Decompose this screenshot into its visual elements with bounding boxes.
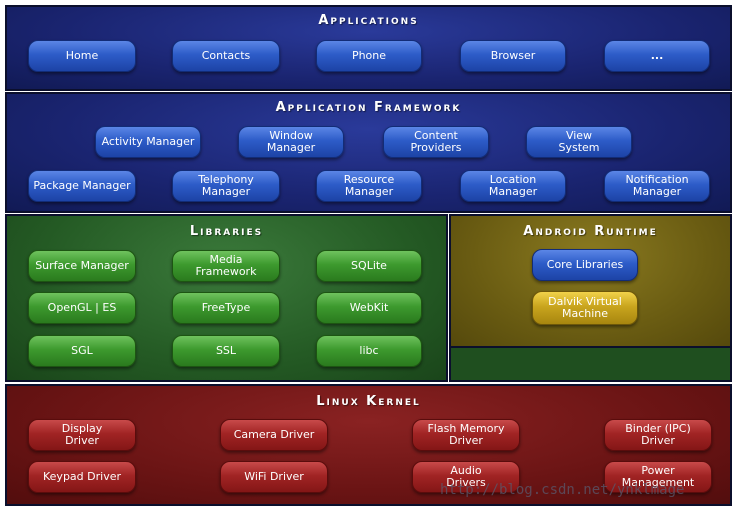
core-libraries: Core Libraries	[532, 249, 638, 281]
libraries-title: Libraries	[189, 224, 264, 239]
package-manager: Package Manager	[28, 170, 136, 202]
app-contacts: Contacts	[172, 40, 280, 72]
resource-manager: Resource Manager	[316, 170, 422, 202]
opengl-es: OpenGL | ES	[28, 292, 136, 324]
ssl: SSL	[172, 335, 280, 367]
wifi-driver: WiFi Driver	[220, 461, 328, 493]
applications-title: Applications	[318, 13, 419, 28]
view-system: View System	[526, 126, 632, 158]
notification-manager: Notification Manager	[604, 170, 710, 202]
kernel-title: Linux Kernel	[316, 394, 421, 409]
libc: libc	[316, 335, 422, 367]
app-more: ...	[604, 40, 710, 72]
display-driver: Display Driver	[28, 419, 136, 451]
watermark-text: http://blog.csdn.net/ynklmage	[440, 482, 685, 498]
dalvik-virtual-machine: Dalvik Virtual Machine	[532, 291, 638, 325]
app-phone: Phone	[316, 40, 422, 72]
webkit: WebKit	[316, 292, 422, 324]
android-runtime-layer: Android Runtime	[449, 214, 732, 348]
media-framework: Media Framework	[172, 250, 280, 282]
app-browser: Browser	[460, 40, 566, 72]
runtime-gap-fill	[449, 348, 732, 382]
flash-memory-driver: Flash Memory Driver	[412, 419, 520, 451]
freetype: FreeType	[172, 292, 280, 324]
location-manager: Location Manager	[460, 170, 566, 202]
surface-manager: Surface Manager	[28, 250, 136, 282]
activity-manager: Activity Manager	[95, 126, 201, 158]
telephony-manager: Telephony Manager	[172, 170, 280, 202]
sqlite: SQLite	[316, 250, 422, 282]
app-home: Home	[28, 40, 136, 72]
keypad-driver: Keypad Driver	[28, 461, 136, 493]
window-manager: Window Manager	[238, 126, 344, 158]
binder-ipc-driver: Binder (IPC) Driver	[604, 419, 712, 451]
camera-driver: Camera Driver	[220, 419, 328, 451]
framework-title: Application Framework	[275, 100, 462, 115]
content-providers: Content Providers	[383, 126, 489, 158]
runtime-title: Android Runtime	[523, 224, 658, 239]
power-management: Power Management	[604, 461, 712, 493]
sgl: SGL	[28, 335, 136, 367]
audio-drivers: Audio Drivers	[412, 461, 520, 493]
